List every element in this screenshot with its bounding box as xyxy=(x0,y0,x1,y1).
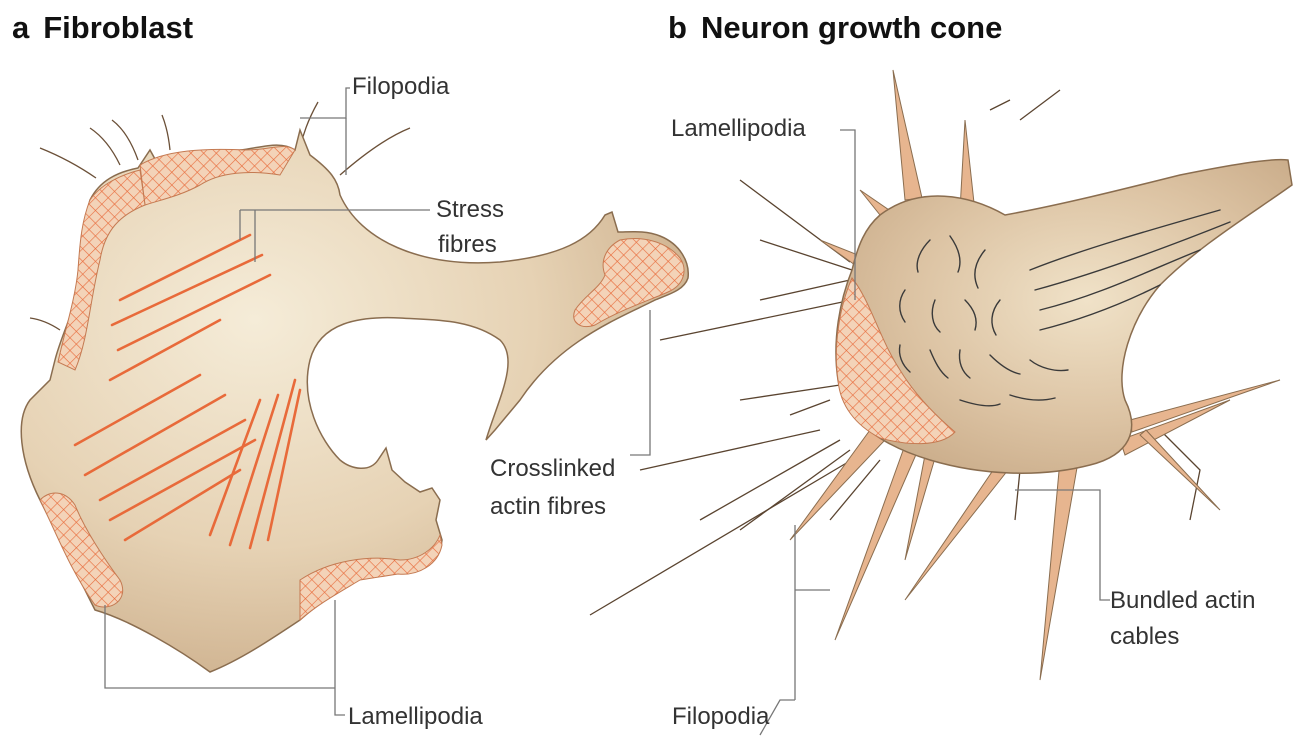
panel-a-title-text: Fibroblast xyxy=(43,10,193,45)
label-a-crosslinked-1: Crosslinked xyxy=(490,454,615,484)
label-b-filopodia: Filopodia xyxy=(672,702,769,732)
fibroblast-cell xyxy=(21,102,688,672)
panel-b-title-text: Neuron growth cone xyxy=(701,10,1002,45)
panel-a-letter: a xyxy=(12,10,29,45)
label-a-crosslinked-2: actin fibres xyxy=(490,492,606,522)
label-b-bundled-1: Bundled actin xyxy=(1110,586,1255,616)
label-a-lamellipodia: Lamellipodia xyxy=(348,702,483,732)
panel-a-title: a Fibroblast xyxy=(12,10,193,46)
label-b-lamellipodia: Lamellipodia xyxy=(671,114,806,144)
label-a-stress-fibres-2: fibres xyxy=(438,230,497,260)
label-a-filopodia: Filopodia xyxy=(352,72,449,102)
panel-b-letter: b xyxy=(668,10,687,45)
panel-b-title: b Neuron growth cone xyxy=(668,10,1002,46)
label-a-stress-fibres-1: Stress xyxy=(436,195,504,225)
label-b-bundled-2: cables xyxy=(1110,622,1179,652)
